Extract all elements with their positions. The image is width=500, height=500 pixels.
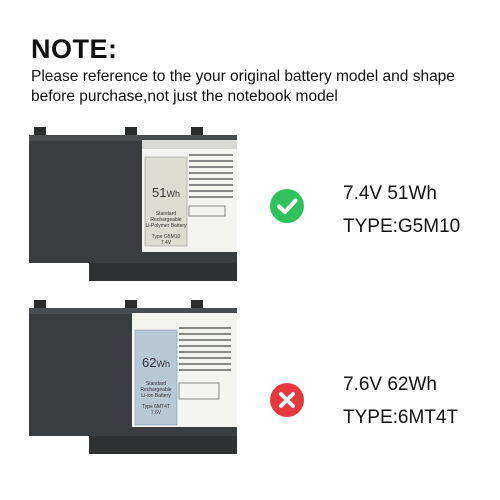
small-voltage: 7.6V <box>150 410 162 416</box>
spec-compatible: 7.4V 51Wh TYPE:G5M10 <box>343 182 460 239</box>
note-text: Please reference to the your original ba… <box>31 68 455 105</box>
small-voltage: 7.4V <box>160 240 172 246</box>
type-line: TYPE:6MT4T <box>343 407 459 428</box>
type-code: Type 6MT4T <box>141 404 171 410</box>
label-line: Standard <box>145 381 167 387</box>
capacity-unit: Wh <box>156 359 170 369</box>
label-line: Li-ion Battery <box>141 393 171 399</box>
capacity-unit: Wh <box>166 189 180 199</box>
battery-capacity-label: 62Wh <box>135 355 177 370</box>
note-heading: NOTE: <box>31 34 118 64</box>
voltage-capacity: 7.4V 51Wh <box>343 183 437 204</box>
label-line: Rechargeable <box>140 387 172 393</box>
type-line: TYPE:G5M10 <box>343 216 461 237</box>
type-code: Type G5M10 <box>151 234 181 240</box>
label-line: Rechargeable <box>150 217 182 223</box>
cross-icon <box>270 383 304 417</box>
battery-label-lines: Standard Rechargeable Li-ion Battery Typ… <box>135 381 177 416</box>
spec-incompatible: 7.6V 62Wh TYPE:6MT4T <box>343 373 458 430</box>
check-icon <box>270 189 304 223</box>
voltage-capacity: 7.6V 62Wh <box>343 374 437 395</box>
battery-image-6mt4t: 62Wh Standard Rechargeable Li-ion Batter… <box>29 299 237 454</box>
capacity-number: 62 <box>142 355 157 370</box>
label-line: Standard <box>155 211 177 217</box>
battery-image-g5m10: 51Wh Standard Rechargeable Li-Polymer Ba… <box>29 126 237 281</box>
battery-capacity-label: 51Wh <box>145 185 187 200</box>
battery-label-lines: Standard Rechargeable Li-Polymer Battery… <box>145 211 187 246</box>
capacity-number: 51 <box>152 185 167 200</box>
label-line: Li-Polymer Battery <box>145 223 187 229</box>
